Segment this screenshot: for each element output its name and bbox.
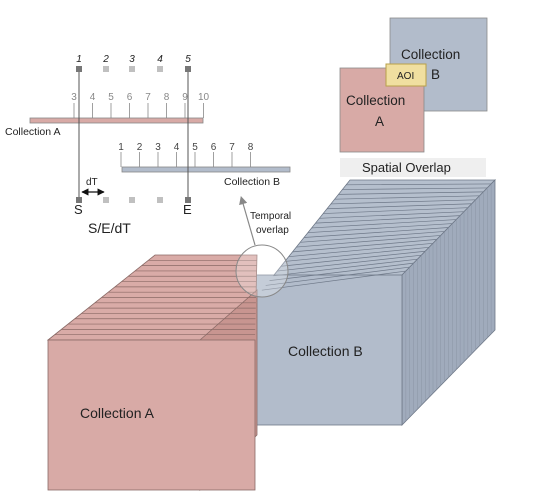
cube-b-slice-line <box>311 219 457 229</box>
start-marker-label: S <box>74 202 83 217</box>
window-marker-bottom <box>157 197 163 203</box>
window-index-label: 2 <box>102 54 109 65</box>
window-index-label: 5 <box>185 54 191 65</box>
timeline-b-tick-label: 6 <box>211 142 217 153</box>
spatial-overlap-panel: AOI Collection B Collection A Spatial Ov… <box>339 17 488 177</box>
timeline-a-ticks: 3 4 5 6 7 8 9 10 <box>71 92 209 118</box>
timeline-b-ticks: 1 2 3 4 5 6 7 8 <box>118 142 254 167</box>
temporal-overlap-arrow <box>239 195 256 246</box>
window-marker-bottom <box>129 197 135 203</box>
square-b-label-line2: B <box>431 67 440 82</box>
cube-b-label: Collection B <box>288 343 363 359</box>
cube-b-slice-line <box>292 239 437 253</box>
square-a-label-line1: Collection <box>346 93 405 108</box>
cube-b-slice-line <box>300 231 445 243</box>
cube-collection-b <box>254 179 496 426</box>
timeline-a-tick-label: 10 <box>198 92 210 103</box>
cube-b-slice-line <box>284 246 430 262</box>
spatial-overlap-caption-box <box>340 158 486 177</box>
cube-a-label: Collection A <box>80 405 155 421</box>
window-marker-top <box>185 66 191 72</box>
timeline-b-tick-label: 7 <box>229 142 235 153</box>
cube-b-slice-line <box>269 262 414 281</box>
cube-collection-a <box>46 254 258 491</box>
square-b-label-line1: Collection <box>401 47 460 62</box>
timeline-b-label: Collection B <box>224 176 280 188</box>
cube-a-front <box>47 339 256 491</box>
temporal-overlap-label-line1: Temporal <box>250 211 291 222</box>
window-marker-top <box>129 66 135 72</box>
timeline-a-tick-label: 4 <box>90 92 96 103</box>
cube-b-slice-line <box>319 211 465 219</box>
square-a-label-line2: A <box>375 114 384 129</box>
cube-b-slice-line <box>330 199 476 205</box>
aoi-label: AOI <box>397 71 414 82</box>
cube-b-slice-line <box>303 227 449 238</box>
cube-b-slice-line <box>326 203 472 210</box>
temporal-overlap-label-line2: overlap <box>256 225 289 236</box>
window-markers: 1 2 3 4 5 <box>76 54 191 203</box>
timeline-a-bar <box>29 117 204 124</box>
timeline-a-tick-label: 5 <box>108 92 114 103</box>
timeline-b-tick-label: 1 <box>118 142 124 153</box>
timeline-a-tick-label: 7 <box>145 92 151 103</box>
timeline-panel: 3 4 5 6 7 8 9 10 1 2 3 4 5 6 7 8 Collection A Collecti… <box>5 54 291 236</box>
cube-b-slice-line <box>323 207 468 214</box>
timeline-a-tick-label: 3 <box>71 92 77 103</box>
window-marker-top <box>103 66 109 72</box>
cube-b-front <box>254 274 403 426</box>
window-marker-bottom <box>185 197 191 203</box>
window-index-label: 4 <box>157 54 163 65</box>
timeline-b-tick-label: 5 <box>192 142 198 153</box>
sedt-label: S/E/dT <box>88 220 131 236</box>
cube-b-slice-line <box>277 254 422 272</box>
cube-b-slice-line <box>346 183 492 186</box>
window-index-label: 3 <box>129 54 135 65</box>
timeline-a-tick-label: 9 <box>182 92 188 103</box>
cube-b-slice-line <box>265 266 410 286</box>
cube-b-slice-line <box>296 235 441 248</box>
cube-b-slice-line <box>315 215 461 224</box>
cube-b-slice-line <box>280 250 426 267</box>
timeline-b-tick-label: 3 <box>155 142 161 153</box>
window-marker-top <box>157 66 163 72</box>
timeline-a-tick-label: 6 <box>127 92 133 103</box>
cube-b-slice-line <box>261 270 406 291</box>
cube-b-slice-line <box>288 242 434 258</box>
cube-b-slices <box>261 183 492 422</box>
timeline-b-tick-label: 4 <box>174 142 180 153</box>
window-marker-bottom <box>103 197 109 203</box>
temporal-overlap-circle <box>235 244 289 298</box>
aoi-box <box>385 63 427 87</box>
timeline-b-bar <box>121 166 291 173</box>
window-index-label: 1 <box>76 54 82 65</box>
delta-t-label: dT <box>86 177 98 188</box>
spatial-overlap-caption: Spatial Overlap <box>362 160 451 175</box>
cube-a-slices <box>54 259 257 336</box>
end-marker-label: E <box>183 202 192 217</box>
window-marker-bottom <box>76 197 82 203</box>
cube-b-slice-line <box>273 258 418 277</box>
timeline-a-tick-label: 8 <box>164 92 170 103</box>
cube-b-slice-line <box>307 223 453 234</box>
timeline-b-tick-label: 2 <box>137 142 143 153</box>
timeline-a-label: Collection A <box>5 126 60 138</box>
cube-b-slice-line <box>338 191 484 195</box>
cube-b-slice-line <box>342 187 488 190</box>
cube-b-slice-line <box>334 195 480 200</box>
window-marker-top <box>76 66 82 72</box>
timeline-b-tick-label: 8 <box>248 142 254 153</box>
